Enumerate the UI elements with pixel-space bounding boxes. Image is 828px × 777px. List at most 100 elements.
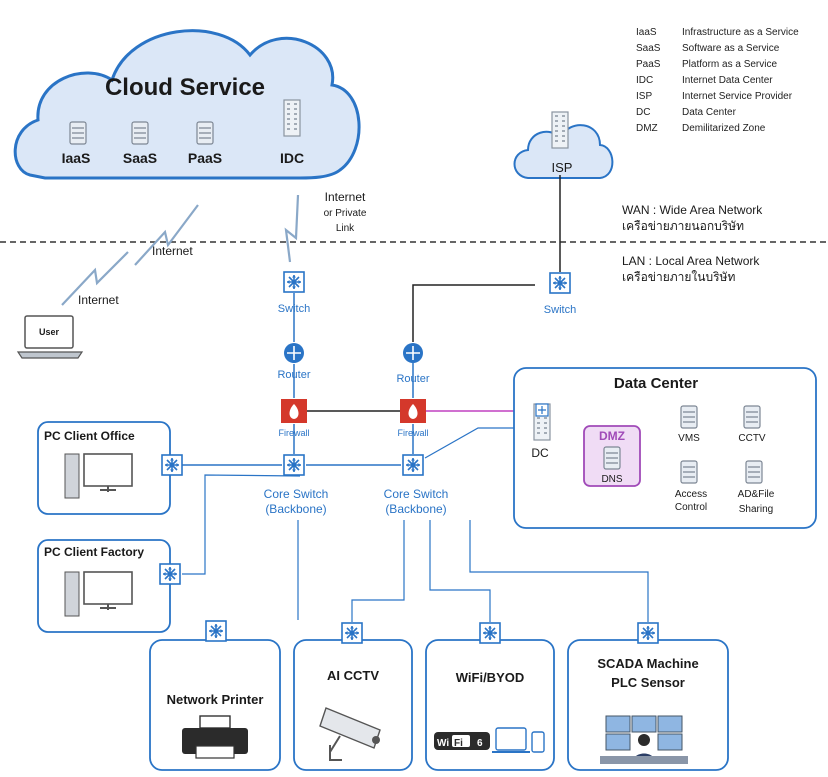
switch-icon <box>161 454 183 476</box>
core-switch-backbone: (Backbone) <box>385 502 446 516</box>
data-center-box <box>513 367 817 529</box>
printer-icon <box>182 715 248 759</box>
wifi-badge-fi: Fi <box>454 738 463 749</box>
devices-icon <box>492 727 545 753</box>
wifi-byod-label: WiFi/BYOD <box>456 670 525 685</box>
legend-text: Internet Service Provider <box>682 91 793 102</box>
access-control-server-icon <box>680 460 698 484</box>
router-icon <box>284 343 304 363</box>
switch-label: Switch <box>278 303 310 315</box>
switch-icon <box>479 622 501 644</box>
switch-icon <box>159 563 181 585</box>
router-icon <box>403 343 423 363</box>
legend-text: Data Center <box>682 107 737 118</box>
control-room-icon <box>600 715 688 764</box>
internet-private-line3: Link <box>336 223 355 234</box>
vms-label: VMS <box>678 433 700 444</box>
user-label: User <box>39 327 60 337</box>
switch-icon <box>205 620 227 642</box>
legend-abbr: SaaS <box>636 43 661 54</box>
legend-abbr: DMZ <box>636 123 658 134</box>
access-control-label-2: Control <box>675 502 707 513</box>
switch-icon <box>341 622 363 644</box>
scada-label-1: SCADA Machine <box>597 656 698 671</box>
ai-cctv-box <box>293 639 413 771</box>
ad-file-server-icon <box>745 460 763 484</box>
legend-text: Internet Data Center <box>682 75 773 86</box>
lightning-link-icon <box>61 194 300 306</box>
legend-abbr: IaaS <box>636 27 657 38</box>
firewall-icon <box>400 399 426 423</box>
desktop-pc-icon <box>64 453 133 499</box>
ad-file-label-1: AD&File <box>738 489 775 500</box>
network-links <box>182 175 649 622</box>
legend-text: Software as a Service <box>682 43 780 54</box>
cctv-server-icon <box>743 405 761 429</box>
router-label: Router <box>277 369 310 381</box>
legend-abbr: IDC <box>636 75 653 86</box>
dc-label: DC <box>531 446 549 460</box>
switch-icon <box>549 272 571 294</box>
internet-label-cloud: Internet <box>152 244 193 258</box>
legend-abbr: PaaS <box>636 59 661 70</box>
lan-thai: เครือข่ายภายในบริษัท <box>622 270 735 284</box>
cloud-service-shape <box>13 29 361 180</box>
internet-private-line2: or Private <box>324 208 367 219</box>
paas-server-icon <box>196 121 214 145</box>
idc-building-icon <box>283 99 301 137</box>
iaas-server-icon <box>69 121 87 145</box>
data-center-title: Data Center <box>614 375 698 392</box>
legend-text: Infrastructure as a Service <box>682 27 799 38</box>
security-camera-icon <box>319 707 381 761</box>
legend-abbr: DC <box>636 107 650 118</box>
saas-server-icon <box>131 121 149 145</box>
cloud-title: Cloud Service <box>105 74 265 101</box>
lan-title: LAN : Local Area Network <box>622 254 760 268</box>
legend-text: Platform as a Service <box>682 59 777 70</box>
cloud-service-saas: SaaS <box>123 150 157 166</box>
switch-icon <box>535 403 549 417</box>
legend: IaaS Infrastructure as a Service SaaS So… <box>636 27 799 134</box>
network-printer-label: Network Printer <box>167 692 264 707</box>
router-label: Router <box>396 373 429 385</box>
wifi-badge-wi: Wi <box>437 738 449 749</box>
firewall-label: Firewall <box>278 428 309 438</box>
ad-file-label-2: Sharing <box>739 504 773 515</box>
core-switch-icon <box>283 454 305 476</box>
desktop-pc-icon <box>64 571 133 617</box>
access-control-label-1: Access <box>675 489 707 500</box>
scada-label-2: PLC Sensor <box>611 675 685 690</box>
dns-server-icon <box>603 446 621 470</box>
internet-private-line1: Internet <box>325 190 366 204</box>
vms-server-icon <box>680 405 698 429</box>
firewall-icon <box>281 399 307 423</box>
core-switch-backbone: (Backbone) <box>265 502 326 516</box>
wifi6-badge-icon: Wi Fi 6 <box>434 732 490 750</box>
isp-building-icon <box>551 111 569 149</box>
dmz-label: DMZ <box>599 429 625 443</box>
laptop-icon <box>16 315 84 359</box>
cloud-service-idc: IDC <box>280 150 304 166</box>
wan-title: WAN : Wide Area Network <box>622 203 763 217</box>
cctv-server-label: CCTV <box>738 433 766 444</box>
core-switch-label: Core Switch <box>264 487 329 501</box>
core-switch-label: Core Switch <box>384 487 449 501</box>
isp-label: ISP <box>552 160 573 175</box>
cloud-service-paas: PaaS <box>188 150 222 166</box>
pc-client-factory-label: PC Client Factory <box>44 545 144 559</box>
switch-icon <box>637 622 659 644</box>
ai-cctv-label: AI CCTV <box>327 668 379 683</box>
wan-thai: เครือข่ายภายนอกบริษัท <box>622 219 744 233</box>
cloud-service-iaas: IaaS <box>62 150 91 166</box>
internet-label-user: Internet <box>78 293 119 307</box>
wifi-badge-6: 6 <box>477 738 483 749</box>
switch-icon <box>283 271 305 293</box>
firewall-label: Firewall <box>397 428 428 438</box>
pc-client-office-label: PC Client Office <box>44 429 135 443</box>
legend-text: Demilitarized Zone <box>682 123 766 134</box>
core-switch-icon <box>402 454 424 476</box>
dns-label: DNS <box>601 474 622 485</box>
switch-label: Switch <box>544 304 576 316</box>
legend-abbr: ISP <box>636 91 652 102</box>
